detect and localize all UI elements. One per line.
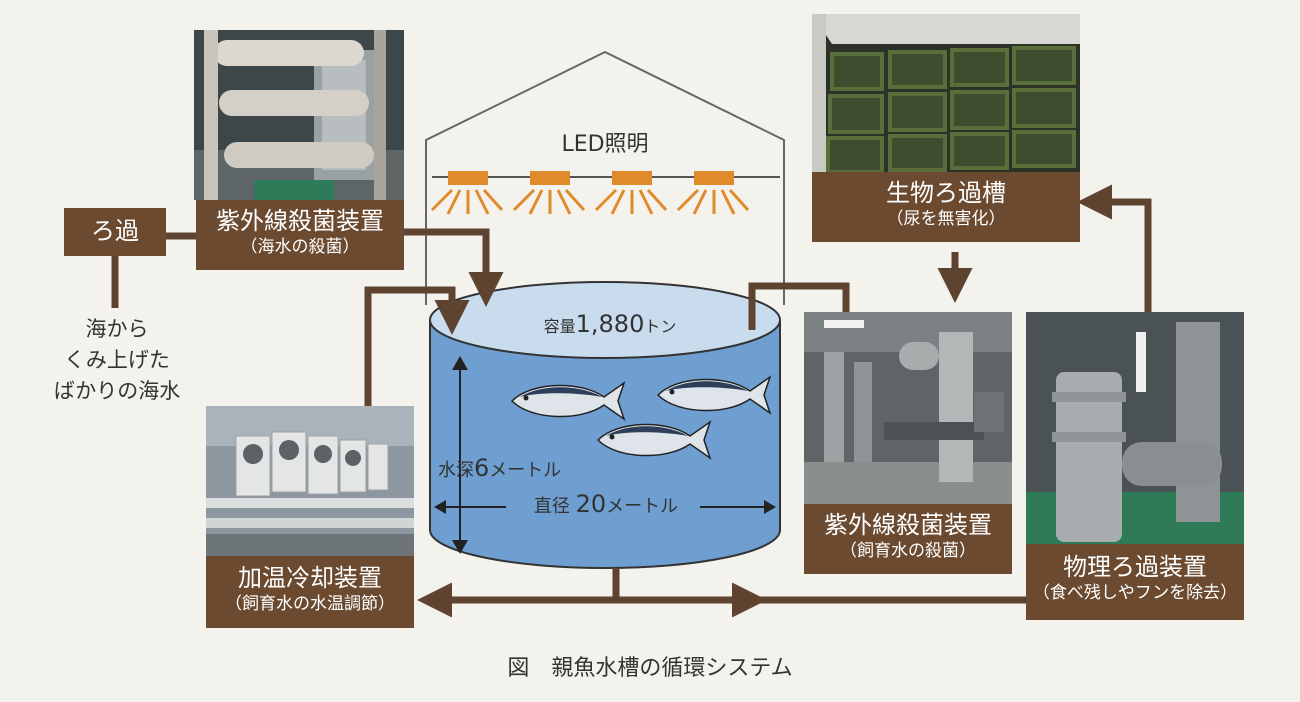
uv-seawater-sub: （海水の殺菌） xyxy=(240,237,360,257)
uv-seawater-photo xyxy=(194,30,404,200)
uv-rearing-box: 紫外線殺菌装置 （飼育水の殺菌） xyxy=(804,504,1012,574)
physical-filter-box: 物理ろ過装置 （食べ残しやフンを除去） xyxy=(1026,544,1244,620)
uv-rearing-title: 紫外線殺菌装置 xyxy=(824,511,992,539)
uv-rearing-photo xyxy=(804,312,1012,512)
led-label: LED照明 xyxy=(561,132,649,157)
tuna-fish-group xyxy=(510,375,772,460)
filter-box: ろ過 xyxy=(64,208,166,256)
flow-pipes xyxy=(111,184,1152,618)
heater-cooler-title: 加温冷却装置 xyxy=(238,564,382,592)
heater-cooler-box: 加温冷却装置 （飼育水の水温調節） xyxy=(206,556,414,628)
seawater-source-line-1: 海から xyxy=(85,317,149,341)
depth-arrow xyxy=(452,356,468,554)
tank-capacity: 容量1,880トン xyxy=(520,310,700,338)
bio-filter-sub: （尿を無害化） xyxy=(886,209,1006,229)
capacity-unit: トン xyxy=(644,317,677,336)
led-fixtures xyxy=(430,171,780,215)
capacity-prefix: 容量 xyxy=(543,317,576,336)
house-outline xyxy=(425,50,785,305)
seawater-source-line-2: くみ上げた xyxy=(64,348,170,372)
capacity-value: 1,880 xyxy=(575,310,645,338)
depth-unit: メートル xyxy=(489,460,562,481)
tank-depth: 水深6メートル xyxy=(438,454,598,482)
seawater-source-text: 海から くみ上げた ばかりの海水 xyxy=(22,314,212,407)
bio-filter-title: 生物ろ過槽 xyxy=(886,179,1006,207)
uv-seawater-title: 紫外線殺菌装置 xyxy=(216,207,384,235)
tank-diameter: 直径 20メートル xyxy=(514,490,698,518)
bio-filter-photo xyxy=(812,14,1080,174)
filter-label: ろ過 xyxy=(91,217,139,245)
physical-filter-sub: （食べ残しやフンを除去） xyxy=(1032,583,1238,603)
heater-cooler-sub: （飼育水の水温調節） xyxy=(225,594,395,614)
diameter-prefix: 直径 xyxy=(533,496,570,517)
heater-cooler-photo xyxy=(206,406,414,556)
physical-filter-photo xyxy=(1026,312,1244,544)
diameter-unit: メートル xyxy=(606,496,679,517)
depth-prefix: 水深 xyxy=(438,460,474,481)
figure-caption: 図 親魚水槽の循環システム xyxy=(507,656,793,681)
physical-filter-title: 物理ろ過装置 xyxy=(1063,553,1207,581)
diameter-value: 20 xyxy=(575,490,607,518)
uv-rearing-sub: （飼育水の殺菌） xyxy=(840,541,976,561)
depth-value: 6 xyxy=(474,454,490,482)
seawater-source-line-3: ばかりの海水 xyxy=(53,379,181,403)
bio-filter-box: 生物ろ過槽 （尿を無害化） xyxy=(812,172,1080,242)
diameter-arrow xyxy=(434,500,776,514)
uv-seawater-box: 紫外線殺菌装置 （海水の殺菌） xyxy=(196,200,404,270)
